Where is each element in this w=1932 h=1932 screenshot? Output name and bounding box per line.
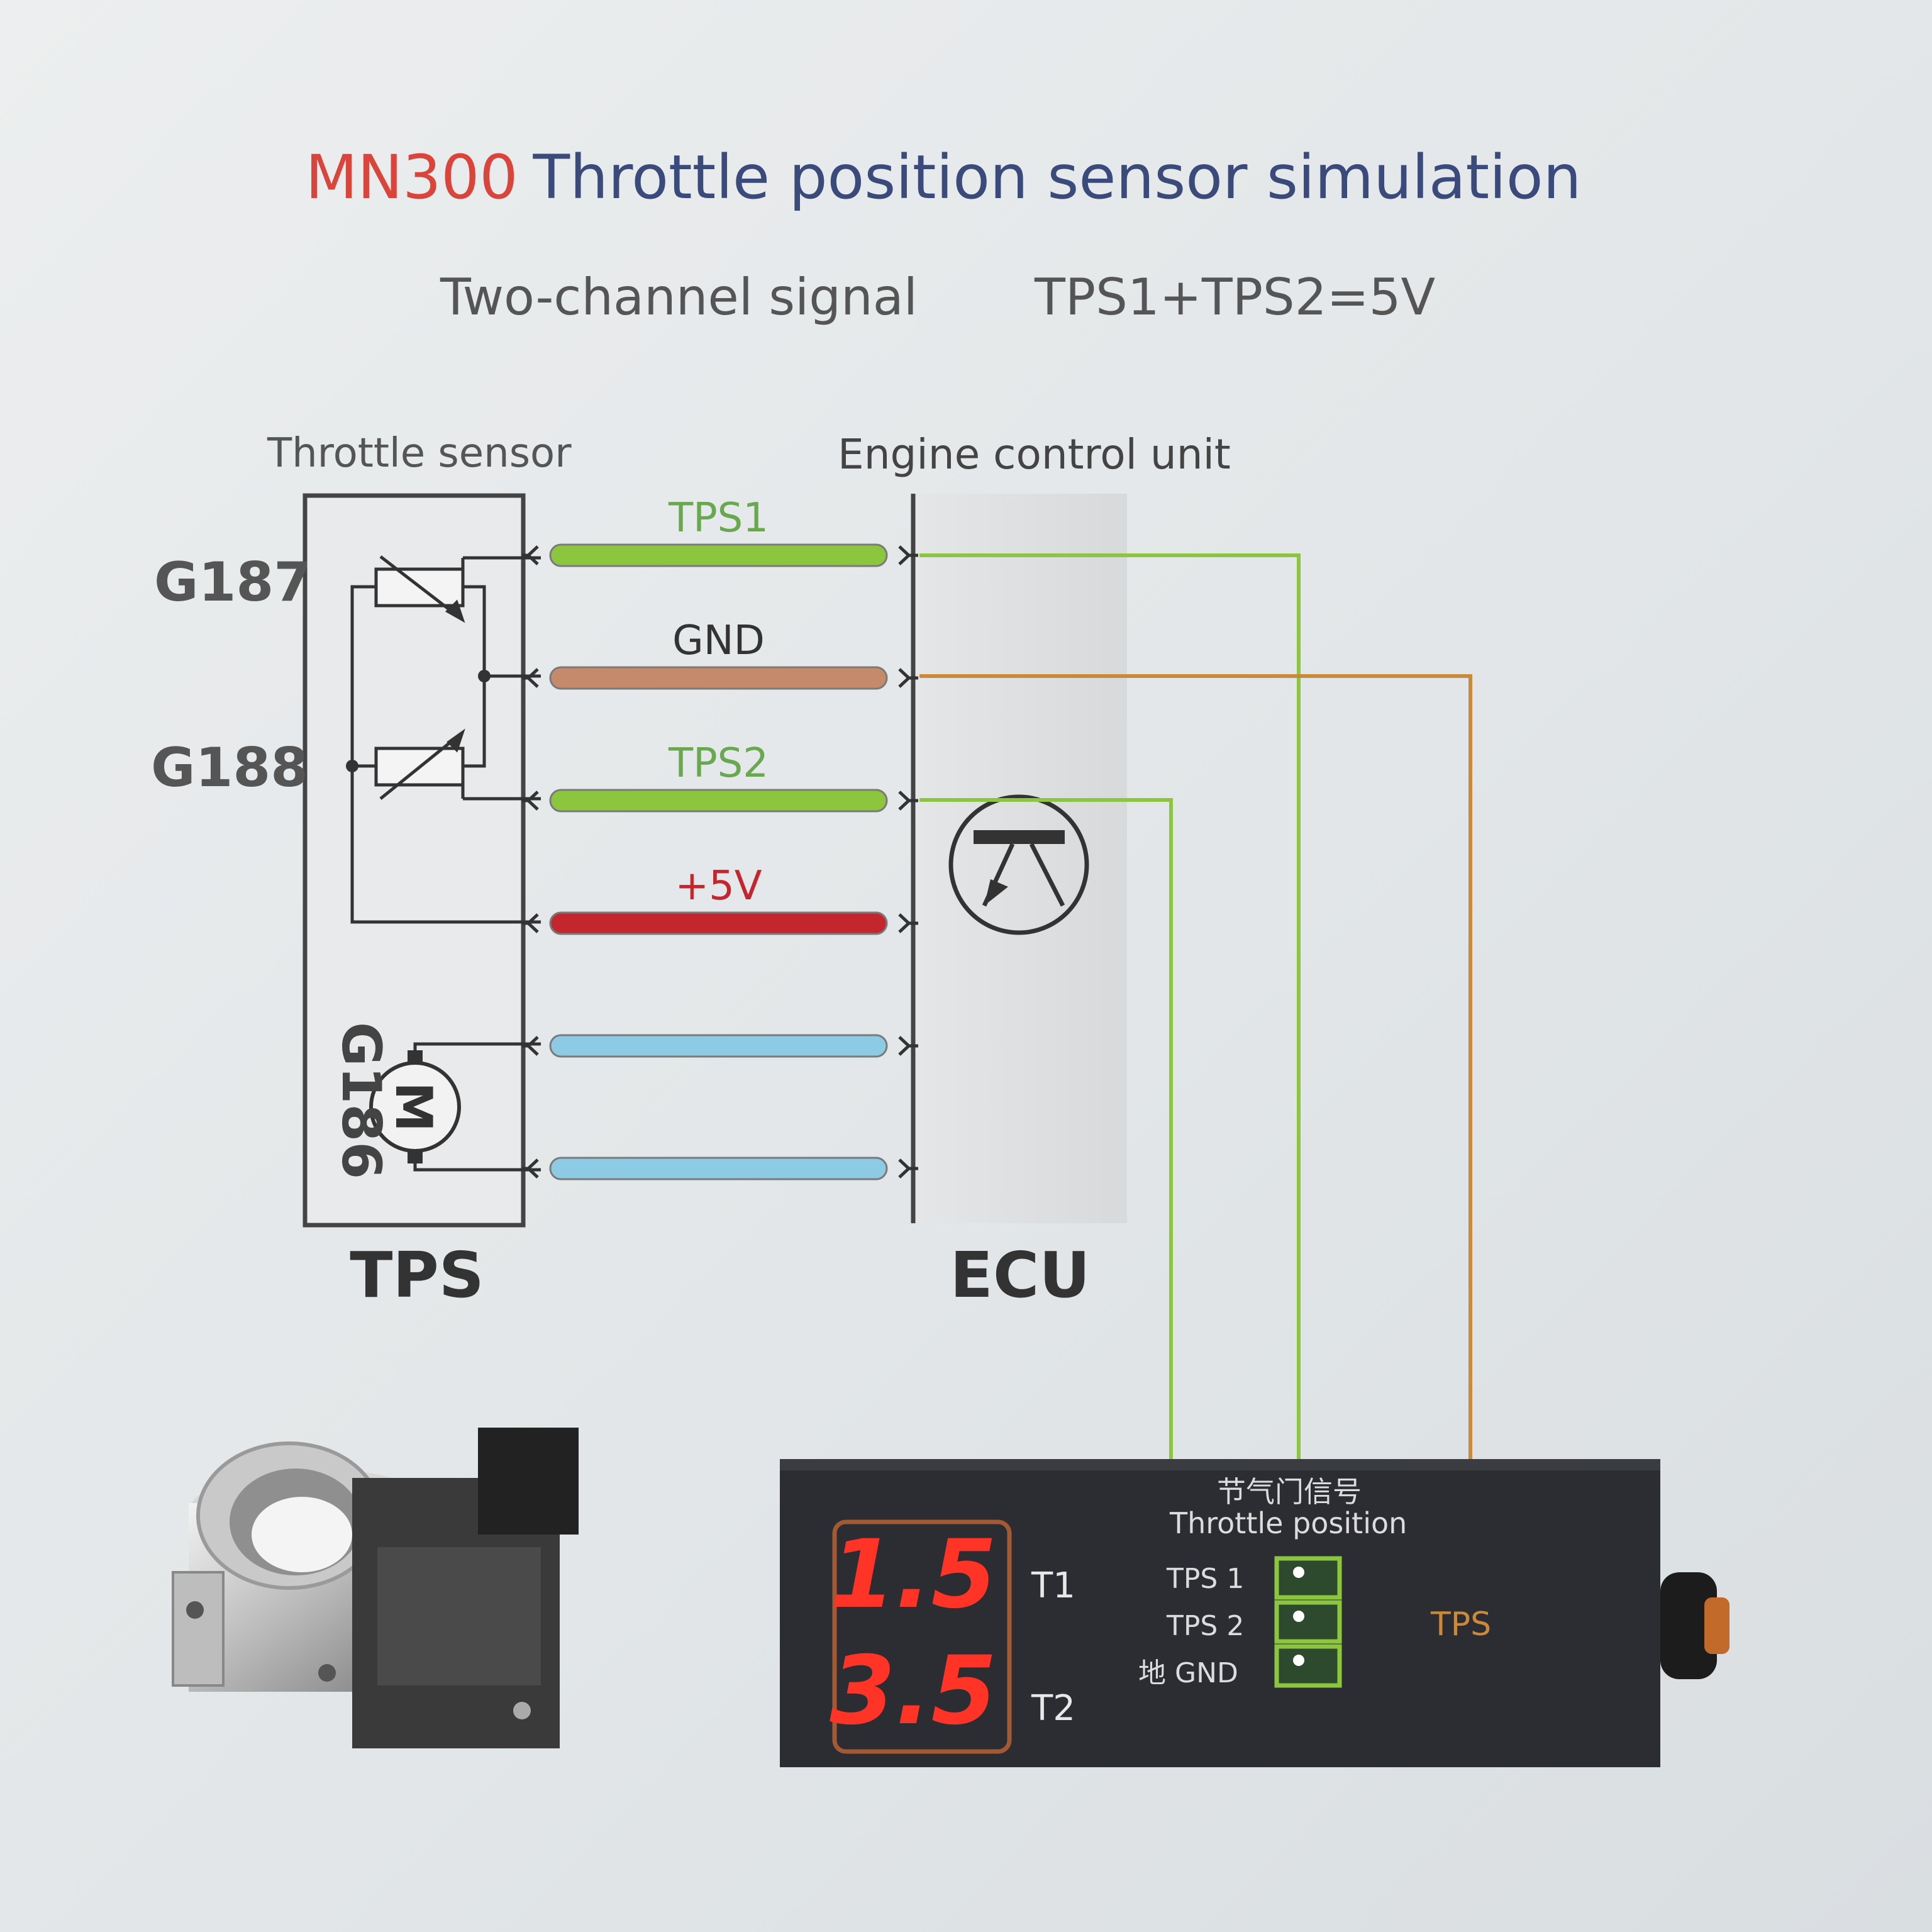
terminal-pin-tps2[interactable] [1274,1600,1342,1644]
junction-dot [478,670,491,682]
wire-connector-right [898,545,918,565]
terminal-pin-gnd[interactable] [1274,1644,1342,1688]
title-model: MN300 [306,142,518,213]
wire-label: +5V [675,863,762,909]
label-en: Throttle position [1169,1506,1407,1540]
label-cn: 节气门信号 [1217,1475,1362,1509]
motor-label: M [384,1082,443,1132]
label-g186: G186 [330,1022,392,1179]
potentiometer-circuit [350,555,541,924]
wire-connector-right [898,791,918,811]
wire-connector-left [522,1036,539,1056]
sensor-header: Throttle sensor [267,430,572,477]
display-t2: 3.5 [830,1636,997,1746]
wire-connector-right [898,913,918,933]
ecu-transistor-icon [948,794,1089,935]
ecu-header: Engine control unit [838,430,1231,479]
subtitle-right: TPS1+TPS2=5V [1034,268,1436,326]
wire-3 [549,789,888,813]
label-t2: T2 [1031,1688,1075,1729]
route-tps1 [919,553,1301,1571]
wire-label: TPS1 [668,495,769,541]
wire-6 [549,1157,888,1180]
sensor-name: TPS [350,1238,484,1312]
display-t1: 1.5 [830,1520,997,1629]
wire-connector-left [522,545,539,565]
wire-connector-right [898,668,918,688]
wire-connector-right [898,1036,918,1056]
wire-2 [549,666,888,690]
wire-connector-left [522,791,539,811]
ecu-box [913,494,1127,1223]
wire-connector-right [898,1158,918,1179]
subtitle-left: Two-channel signal [440,268,918,326]
terminal-pin-tps1[interactable] [1274,1556,1342,1600]
device-panel [780,1459,1660,1767]
throttle-body-image [172,1428,579,1748]
title-text: Throttle position sensor simulation [532,142,1581,213]
wire-label: GND [672,618,765,664]
wire-5 [549,1034,888,1058]
adjust-knob[interactable] [1660,1572,1729,1679]
pin-label-tps1: TPS 1 [1166,1563,1244,1595]
pin-label-gnd: 地 GND [1138,1657,1238,1689]
motor-g186: M [369,1042,541,1172]
terminal-block [1274,1556,1342,1688]
wire-1 [549,543,888,567]
wire-4 [549,911,888,935]
wire-connector-left [522,1158,539,1179]
wire-connector-left [522,913,539,933]
junction-dot [346,760,358,772]
ecu-name: ECU [950,1238,1091,1312]
label-g187: G187 [154,551,311,614]
label-t1: T1 [1031,1565,1075,1606]
pin-label-tps2: TPS 2 [1166,1610,1244,1642]
led-display-frame [832,1519,1012,1754]
label-g188: G188 [151,736,308,799]
tps-tag: TPS [1430,1606,1491,1643]
wire-connector-left [522,668,539,688]
wire-label: TPS2 [668,740,769,787]
simulator-device: 1.5 3.5 T1 T2 节气门信号 Throttle position TP… [780,1459,1729,1767]
